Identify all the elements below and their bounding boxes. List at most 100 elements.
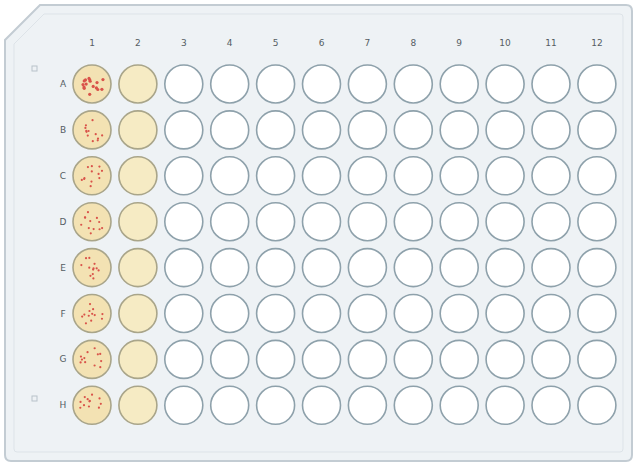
colony-dot [89, 303, 91, 305]
well-circle [119, 249, 157, 287]
well-circle [440, 157, 478, 195]
colony-dot [96, 88, 99, 91]
colony-dot [98, 166, 100, 168]
column-number: 11 [545, 39, 556, 48]
well-circle [211, 111, 249, 149]
well [578, 157, 616, 195]
colony-dot [97, 173, 99, 175]
well-circle [257, 386, 295, 424]
well [119, 386, 157, 424]
well-circle [440, 65, 478, 103]
well-circle [303, 249, 341, 287]
well [303, 111, 341, 149]
well [73, 203, 111, 241]
well-circle [303, 111, 341, 149]
colony-dot [94, 314, 96, 316]
well [440, 249, 478, 287]
well [165, 65, 203, 103]
well-circle [440, 203, 478, 241]
well-circle [578, 249, 616, 287]
well [257, 157, 295, 195]
well-circle [211, 295, 249, 333]
well-circle [348, 249, 386, 287]
well-circle [73, 111, 111, 149]
colony-dot [87, 211, 89, 213]
colony-dot [96, 217, 98, 219]
colony-dot [92, 277, 94, 279]
colony-dot [79, 361, 81, 363]
well-circle [165, 249, 203, 287]
well [165, 249, 203, 287]
colony-dot [85, 130, 87, 132]
well-circle [165, 65, 203, 103]
colony-dot [98, 177, 100, 179]
well [348, 111, 386, 149]
well-circle [532, 340, 570, 378]
colony-dot [79, 407, 81, 409]
colony-dot [88, 267, 90, 269]
colony-dot [97, 137, 99, 139]
colony-dot [84, 361, 86, 363]
well-circle [394, 157, 432, 195]
well [486, 157, 524, 195]
colony-dot [85, 131, 87, 133]
colony-dot [93, 228, 95, 230]
colony-dot [92, 140, 94, 142]
colony-dot [91, 394, 93, 396]
well [211, 386, 249, 424]
well-circle [73, 386, 111, 424]
well [73, 340, 111, 378]
well-circle [303, 157, 341, 195]
well [119, 295, 157, 333]
colony-dot [80, 224, 82, 226]
well [578, 249, 616, 287]
colony-dot [83, 79, 86, 82]
well-circle [486, 340, 524, 378]
column-number: 10 [499, 39, 510, 48]
colony-dot [101, 318, 103, 320]
colony-dot [101, 134, 103, 136]
colony-dot [89, 220, 91, 222]
colony-dot [83, 404, 85, 406]
colony-dot [99, 366, 101, 368]
colony-dot [81, 358, 83, 360]
well [394, 386, 432, 424]
column-number: 7 [365, 39, 371, 48]
colony-dot [91, 119, 93, 121]
colony-dot [100, 403, 102, 405]
well [211, 340, 249, 378]
colony-dot [95, 81, 98, 84]
colony-dot [89, 400, 91, 402]
colony-dot [90, 320, 92, 322]
colony-dot [90, 232, 92, 234]
well [532, 65, 570, 103]
well-circle [257, 111, 295, 149]
colony-dot [91, 313, 93, 315]
well-circle [165, 111, 203, 149]
colony-dot [101, 227, 103, 229]
well [165, 157, 203, 195]
well-circle [486, 386, 524, 424]
well-circle [257, 157, 295, 195]
colony-dot [87, 130, 89, 132]
well [440, 203, 478, 241]
colony-dot [92, 308, 94, 310]
well-circle [303, 295, 341, 333]
well-circle [440, 340, 478, 378]
well-circle [578, 111, 616, 149]
well [211, 203, 249, 241]
well [211, 295, 249, 333]
row-letter: D [60, 217, 67, 226]
well [257, 111, 295, 149]
well-circle [486, 157, 524, 195]
well [119, 157, 157, 195]
well [257, 249, 295, 287]
colony-dot [85, 322, 87, 324]
well-circle [119, 386, 157, 424]
column-number: 2 [135, 39, 141, 48]
well [578, 340, 616, 378]
well-circle [303, 386, 341, 424]
well [440, 111, 478, 149]
column-number: 8 [410, 39, 416, 48]
